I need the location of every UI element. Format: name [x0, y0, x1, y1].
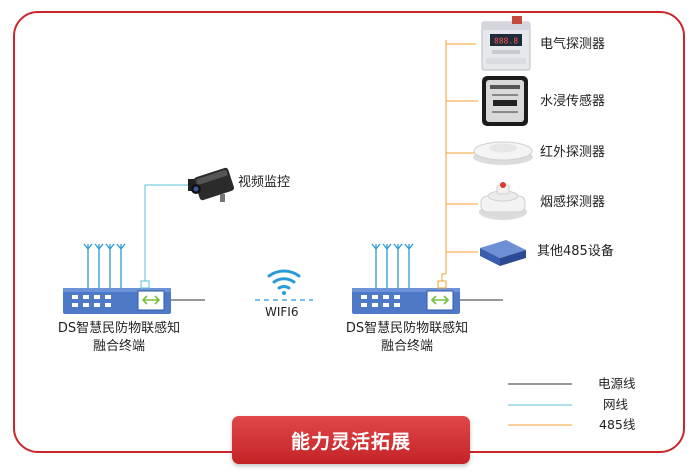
infrared-detector-icon — [473, 141, 533, 165]
antenna-array-right — [371, 243, 414, 288]
rs485-bus — [441, 40, 478, 281]
router-ports-right — [361, 295, 400, 307]
wifi-label: WIFI6 — [265, 305, 299, 319]
device-label-electric: 电气探测器 — [540, 37, 606, 52]
arrows-icon — [430, 295, 450, 305]
smoke-detector-icon — [479, 182, 527, 220]
svg-text:888.8: 888.8 — [494, 37, 518, 46]
water-sensor-icon — [482, 76, 528, 126]
gateway-left-label-line2: 融合终端 — [92, 339, 145, 354]
electric-detector-icon: 888.8 — [481, 16, 531, 71]
banner-title: 能力灵活拓展 — [232, 416, 470, 464]
rs485-device-icon — [480, 240, 526, 266]
gateway-right-label-line1: DS智慧民防物联感知 — [345, 321, 469, 336]
legend-label-rs485: 485线 — [599, 417, 636, 432]
camera-icon — [188, 167, 235, 202]
legend-label-network: 网线 — [603, 397, 629, 412]
device-label-water: 水浸传感器 — [540, 94, 606, 109]
legend-label-power: 电源线 — [598, 376, 636, 391]
gateway-right-label-line2: 融合终端 — [380, 339, 433, 354]
device-label-infrared: 红外探测器 — [540, 145, 606, 160]
camera-label: 视频监控 — [238, 175, 291, 190]
gateway-left — [63, 243, 205, 314]
router-ports-left — [72, 295, 111, 307]
outer-frame — [13, 11, 685, 453]
device-label-smoke: 烟感探测器 — [540, 195, 606, 210]
antenna-array-left — [83, 243, 126, 288]
gateway-right — [352, 243, 503, 314]
device-label-rs485: 其他485设备 — [537, 244, 614, 259]
gateway-left-label-line1: DS智慧民防物联感知 — [57, 321, 181, 336]
arrows-icon — [141, 295, 161, 305]
wifi-icon — [267, 269, 301, 295]
network-cable-camera — [144, 184, 190, 281]
